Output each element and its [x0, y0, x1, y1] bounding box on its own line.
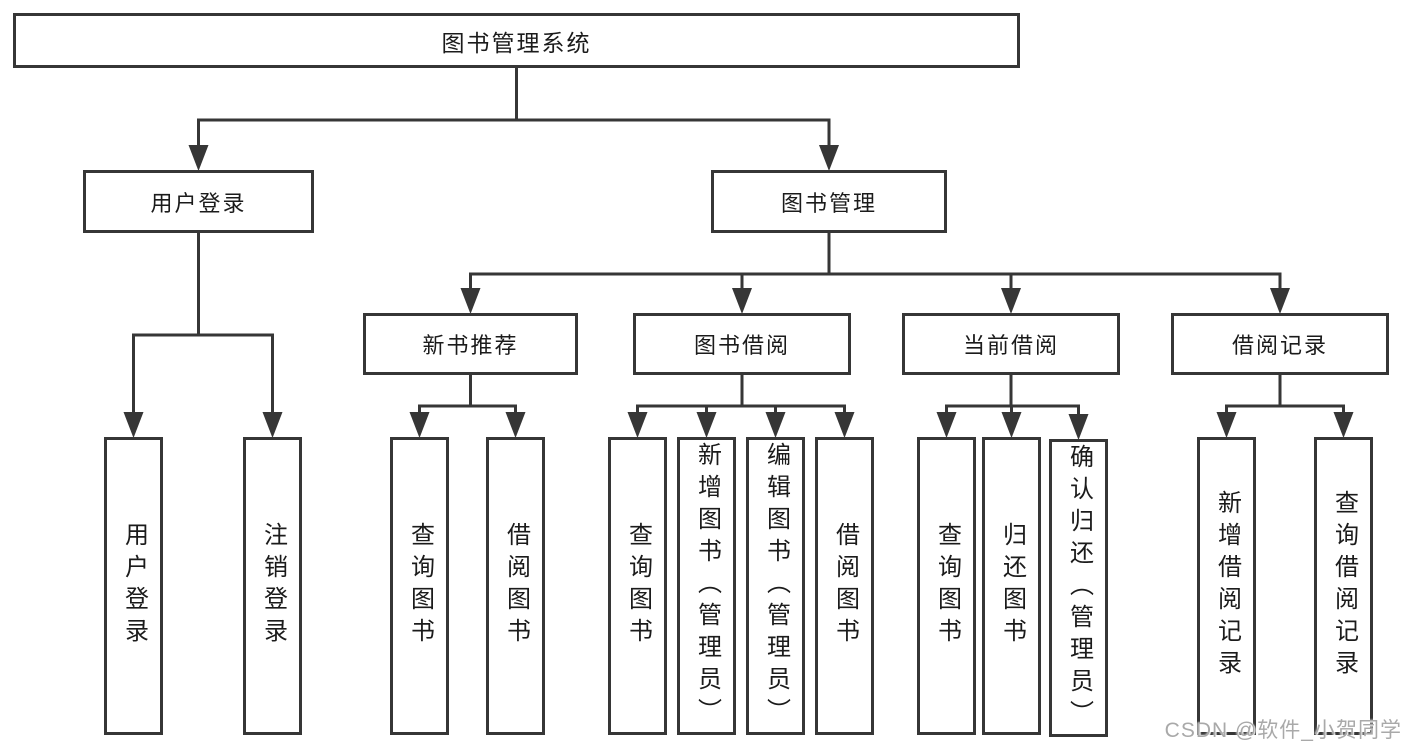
node-root: 图书管理系统	[13, 13, 1020, 68]
node-label-bb-add-book: 新增图书（管理员）	[693, 442, 721, 730]
node-label-user-login: 用户登录	[150, 190, 247, 216]
node-bb-edit-book: 编辑图书（管理员）	[746, 437, 805, 735]
arrowhead-icon	[627, 412, 648, 438]
node-label-nb-borrow-book: 借阅图书	[502, 522, 530, 650]
node-label-cb-confirm-return: 确认归还（管理员）	[1065, 444, 1093, 732]
node-new-book-recommend: 新书推荐	[363, 313, 578, 375]
node-bb-add-book: 新增图书（管理员）	[677, 437, 736, 735]
node-leaf-logout: 注销登录	[243, 437, 302, 735]
node-book-borrow: 图书借阅	[633, 313, 851, 375]
node-label-cb-query-book: 查询图书	[933, 522, 961, 650]
node-nb-query-book: 查询图书	[390, 437, 449, 735]
arrowhead-icon	[1333, 412, 1354, 438]
node-bb-borrow-book: 借阅图书	[815, 437, 874, 735]
arrowhead-icon	[1216, 412, 1237, 438]
node-br-query-record: 查询借阅记录	[1314, 437, 1373, 735]
arrowhead-icon	[765, 412, 786, 438]
arrowhead-icon	[188, 145, 209, 171]
arrowhead-icon	[1270, 288, 1290, 314]
node-label-bb-borrow-book: 借阅图书	[831, 522, 859, 650]
node-bb-query-book: 查询图书	[608, 437, 667, 735]
node-cb-return-book: 归还图书	[982, 437, 1041, 735]
node-nb-borrow-book: 借阅图书	[486, 437, 545, 735]
node-label-borrow-records: 借阅记录	[1231, 333, 1328, 358]
node-label-bb-query-book: 查询图书	[624, 522, 652, 650]
node-label-bb-edit-book: 编辑图书（管理员）	[762, 442, 790, 730]
arrowhead-icon	[834, 412, 855, 438]
node-label-br-add-record: 新增借阅记录	[1213, 490, 1241, 682]
node-leaf-user-login: 用户登录	[104, 437, 163, 735]
node-label-nb-query-book: 查询图书	[406, 522, 434, 650]
arrowhead-icon	[732, 288, 752, 314]
node-br-add-record: 新增借阅记录	[1197, 437, 1256, 735]
arrowhead-icon	[505, 412, 526, 438]
arrowhead-icon	[1001, 288, 1021, 314]
node-cb-query-book: 查询图书	[917, 437, 976, 735]
node-label-new-book-recommend: 新书推荐	[422, 333, 519, 358]
arrowhead-icon	[936, 412, 957, 438]
node-label-leaf-user-login: 用户登录	[120, 522, 148, 650]
arrowhead-icon	[262, 412, 283, 438]
node-label-current-borrow: 当前借阅	[962, 333, 1059, 358]
arrowhead-icon	[123, 412, 144, 438]
arrowhead-icon	[696, 412, 717, 438]
node-label-book-borrow: 图书借阅	[693, 333, 790, 358]
node-book-management: 图书管理	[711, 170, 947, 233]
arrowhead-icon	[460, 288, 481, 314]
node-label-br-query-record: 查询借阅记录	[1330, 490, 1358, 682]
arrowhead-icon	[819, 145, 839, 171]
node-label-root: 图书管理系统	[441, 29, 592, 56]
node-cb-confirm-return: 确认归还（管理员）	[1049, 439, 1108, 737]
node-label-book-management: 图书管理	[780, 190, 877, 216]
node-user-login: 用户登录	[83, 170, 314, 233]
arrowhead-icon	[409, 412, 430, 438]
node-current-borrow: 当前借阅	[902, 313, 1120, 375]
node-label-cb-return-book: 归还图书	[998, 522, 1026, 650]
arrowhead-icon	[1001, 412, 1022, 438]
node-borrow-records: 借阅记录	[1171, 313, 1389, 375]
watermark: CSDN @软件_小贺同学	[1164, 719, 1402, 742]
arrowhead-icon	[1068, 414, 1089, 440]
node-label-leaf-logout: 注销登录	[259, 522, 287, 650]
